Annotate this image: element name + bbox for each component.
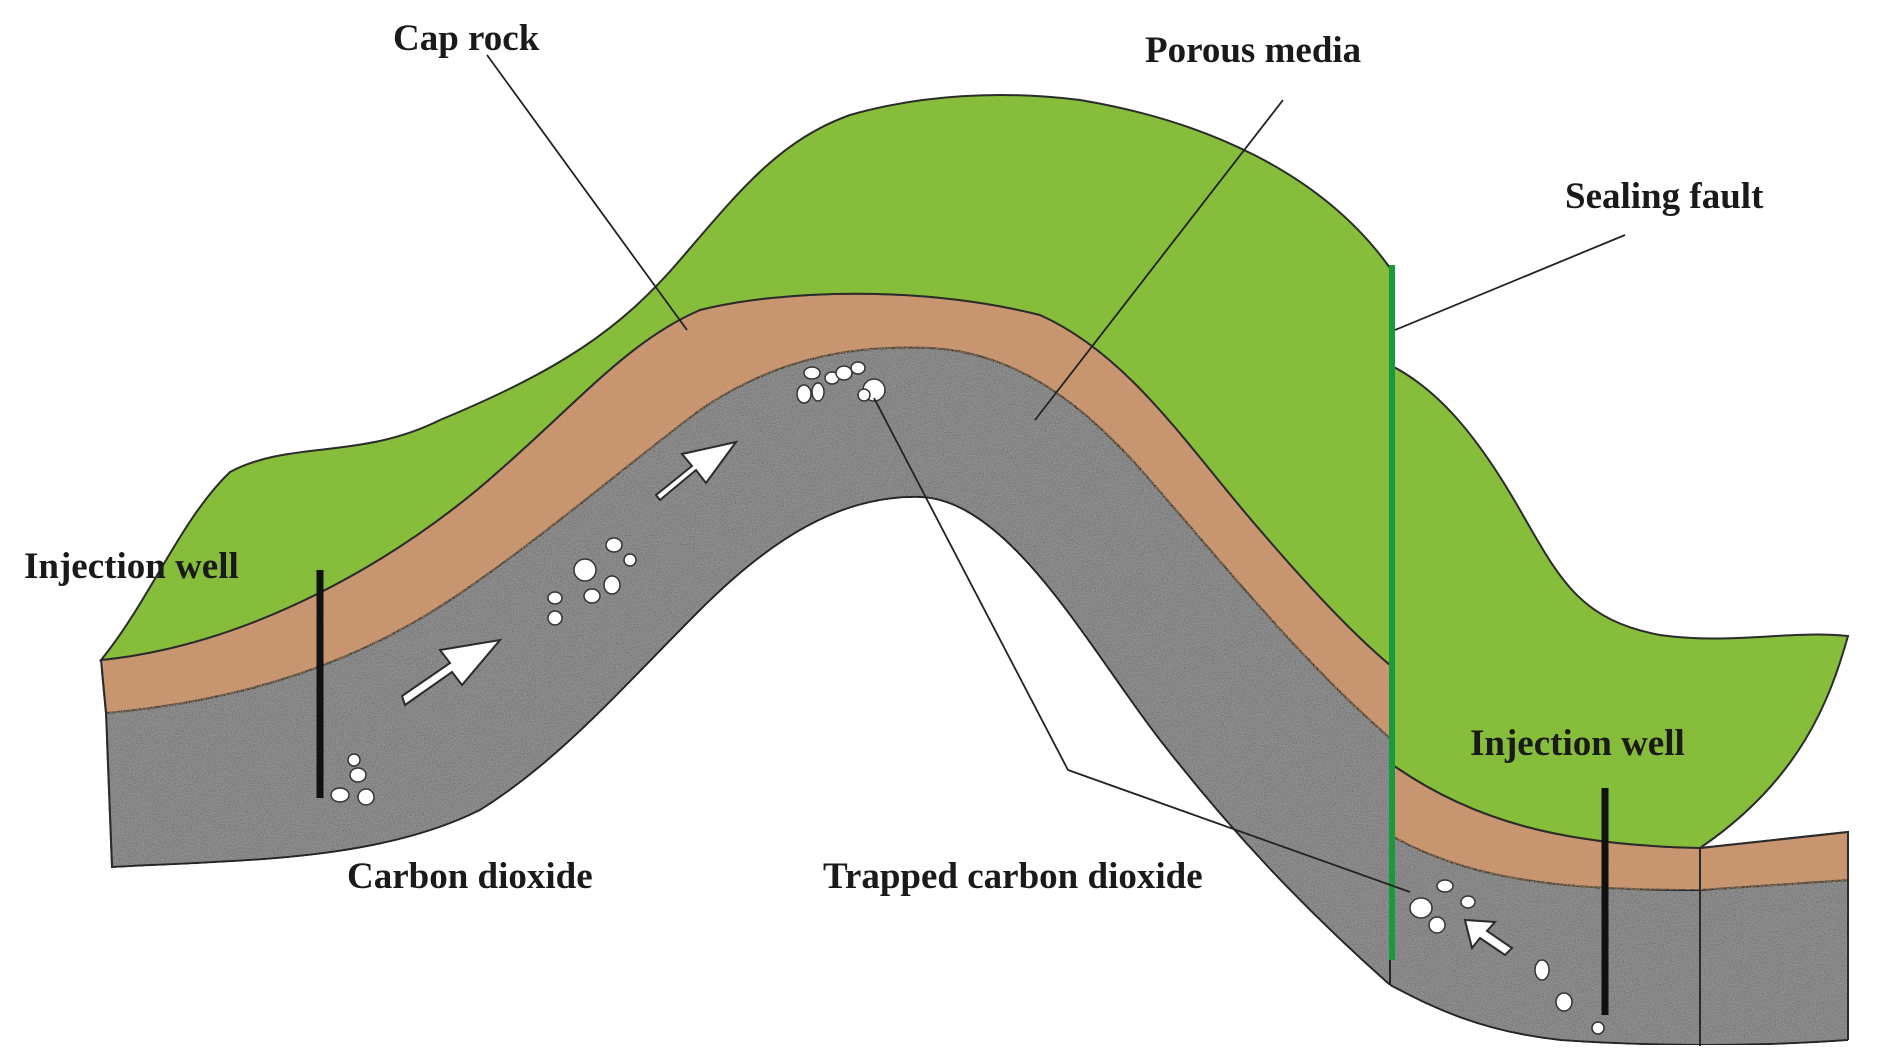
right-downthrown-block — [1389, 363, 1850, 1046]
leader-lines — [486, 54, 1626, 893]
label-injection-well-right: Injection well — [1470, 723, 1685, 764]
co2-bubbles — [330, 361, 1605, 1035]
overburden-layer-right — [1389, 363, 1850, 850]
label-sealing-fault: Sealing fault — [1565, 176, 1764, 217]
label-porous-media: Porous media — [1145, 30, 1361, 71]
left-anticline-block — [98, 94, 1391, 988]
label-cap-rock: Cap rock — [393, 18, 540, 59]
flow-arrow-3 — [1463, 918, 1514, 957]
co2-flow-arrows — [400, 440, 1514, 957]
block-edges — [100, 659, 1849, 1046]
label-injection-well-left: Injection well — [24, 546, 239, 587]
flow-arrow-2 — [654, 440, 739, 502]
flow-arrow-1 — [400, 638, 503, 707]
leader-cap-rock — [486, 54, 688, 331]
leader-porous-media — [1034, 99, 1284, 421]
label-trapped-carbon-dioxide: Trapped carbon dioxide — [823, 856, 1203, 897]
leader-sealing-fault — [1394, 234, 1626, 331]
leader-trapped-co2 — [873, 397, 1411, 893]
label-carbon-dioxide: Carbon dioxide — [347, 856, 593, 897]
overburden-layer-left — [98, 94, 1391, 668]
